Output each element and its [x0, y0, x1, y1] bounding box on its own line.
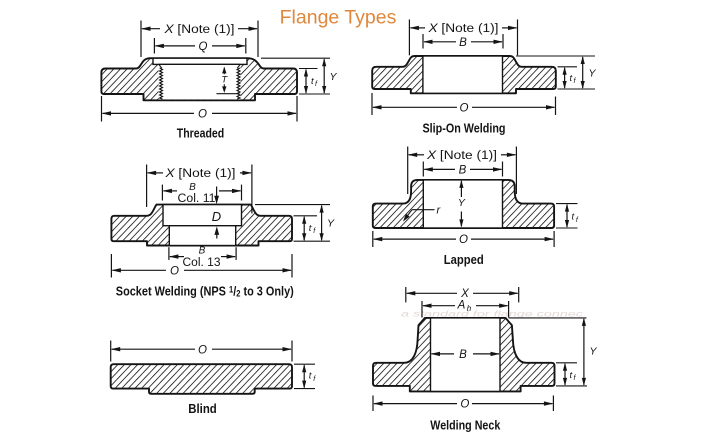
svg-text:B: B	[189, 182, 196, 193]
svg-text:O: O	[460, 399, 469, 411]
svg-text:O: O	[198, 344, 207, 356]
svg-text:A: A	[457, 300, 466, 312]
svg-text:D: D	[212, 209, 221, 224]
svg-text:X: X	[460, 288, 470, 300]
svg-text:f: f	[574, 375, 577, 382]
svg-text:t: t	[311, 76, 314, 87]
svg-text:Y: Y	[327, 217, 335, 229]
svg-text:B: B	[459, 37, 467, 49]
svg-text:Slip-On Welding: Slip-On Welding	[423, 120, 506, 135]
svg-text:B: B	[459, 165, 467, 177]
svg-text:Flange Types: Flange Types	[280, 7, 397, 29]
svg-text:f: f	[574, 78, 577, 85]
svg-text:B: B	[199, 245, 206, 256]
svg-text:f: f	[315, 81, 318, 88]
svg-text:t: t	[309, 371, 312, 382]
svg-text:Welding Neck: Welding Neck	[430, 417, 501, 432]
svg-text:B: B	[459, 349, 467, 361]
svg-text:Y: Y	[590, 345, 598, 357]
svg-text:X [Note (1)]: X [Note (1)]	[427, 23, 498, 35]
svg-text:a standard for flange connec: a standard for flange connec	[401, 309, 584, 319]
svg-text:Socket Welding (NPS 1/2 to 3 O: Socket Welding (NPS 1/2 to 3 Only)	[116, 284, 294, 299]
svg-text:t: t	[570, 73, 573, 84]
svg-text:Y: Y	[458, 197, 466, 209]
svg-text:f: f	[576, 217, 579, 224]
svg-text:f: f	[313, 228, 316, 235]
svg-text:Col. 11: Col. 11	[178, 193, 216, 205]
svg-text:T: T	[221, 75, 228, 86]
svg-text:Threaded: Threaded	[177, 126, 225, 141]
svg-text:f: f	[313, 376, 316, 383]
svg-text:Lapped: Lapped	[444, 252, 484, 267]
svg-text:Col. 13: Col. 13	[183, 257, 221, 269]
svg-text:X [Note (1)]: X [Note (1)]	[426, 150, 497, 162]
svg-text:Y: Y	[330, 71, 338, 83]
svg-text:t: t	[572, 212, 575, 223]
svg-text:r: r	[437, 204, 442, 216]
svg-text:Blind: Blind	[188, 401, 217, 416]
svg-text:t: t	[570, 370, 573, 381]
svg-text:Y: Y	[589, 67, 597, 79]
svg-text:X [Note (1)]: X [Note (1)]	[164, 168, 235, 180]
svg-text:h: h	[467, 304, 472, 313]
svg-text:O: O	[459, 234, 468, 246]
svg-text:X [Note (1)]: X [Note (1)]	[163, 24, 234, 36]
svg-text:O: O	[170, 265, 179, 277]
svg-text:Q: Q	[199, 41, 208, 53]
svg-text:t: t	[309, 223, 312, 234]
svg-text:O: O	[460, 102, 469, 114]
svg-text:O: O	[198, 109, 207, 121]
